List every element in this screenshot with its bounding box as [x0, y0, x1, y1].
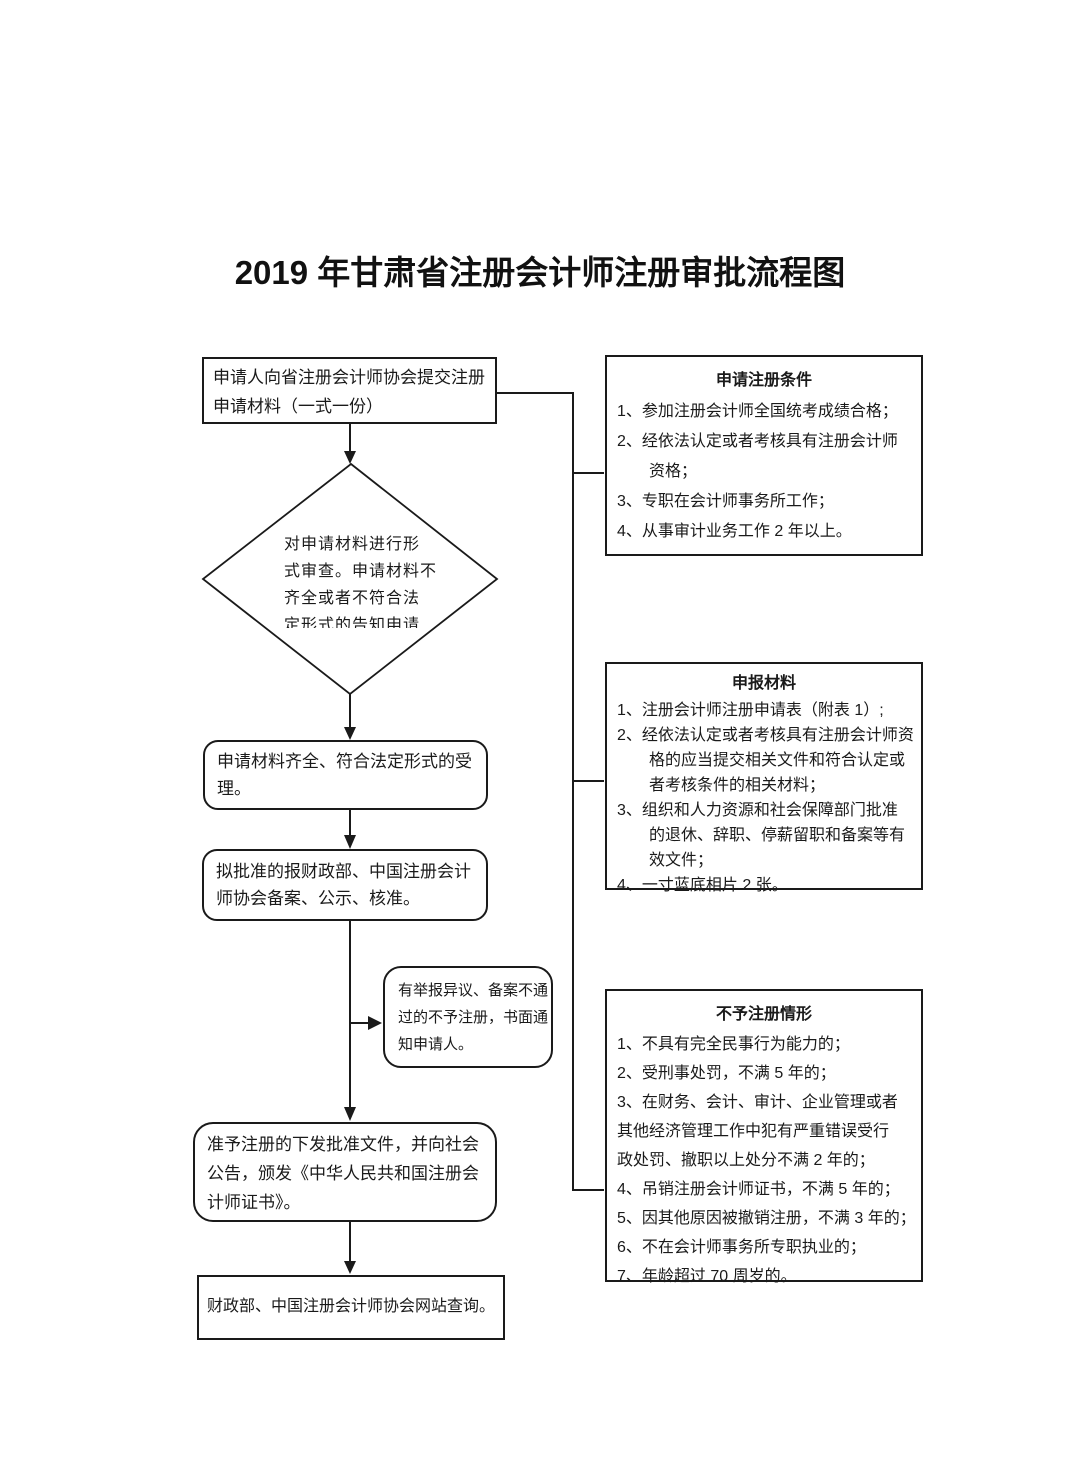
conditions-item-4: 4、从事审计业务工作 2 年以上。: [617, 523, 852, 540]
conditions-item-3: 3、专职在会计师事务所工作；: [617, 493, 834, 510]
materials-item-2: 2、经依法认定或者考核具有注册会计师资 格的应当提交相关文件和符合认定或 者考核…: [617, 727, 914, 794]
arrowhead-submit-to-review: [344, 451, 356, 464]
denial-item-6: 6、不在会计师事务所专职执业的；: [617, 1239, 866, 1256]
denial-panel: 不予注册情形 1、不具有完全民事行为能力的； 2、受刑事处罚，不满 5 年的； …: [605, 989, 923, 1285]
flow-step-submit: 申请人向省注册会计师协会提交注册 申请材料（一式一份）: [202, 357, 497, 424]
materials-panel: 申报材料 1、注册会计师注册申请表（附表 1）; 2、经依法认定或者考核具有注册…: [605, 662, 923, 894]
materials-panel-title: 申报材料: [731, 675, 796, 692]
flow-step-formal-review: 对申请材料进行形 式审查。申请材料不 齐全或者不符合法 定形式的告知申请: [284, 536, 438, 628]
denial-item-7: 7、年龄超过 70 周岁的。: [617, 1268, 797, 1285]
arrowhead-record-to-certificate: [344, 1107, 356, 1121]
connector-trunk-line: [497, 392, 604, 1191]
conditions-panel: 申请注册条件 1、参加注册会计师全国统考成绩合格； 2、经依法认定或者考核具有注…: [605, 355, 923, 556]
denial-item-3: 3、在财务、会计、审计、企业管理或者 其他经济管理工作中犯有严重错误受行 政处罚…: [617, 1094, 898, 1169]
denial-item-2: 2、受刑事处罚，不满 5 年的；: [617, 1065, 836, 1082]
flow-step-record-publicity: 拟批准的报财政部、中国注册会计 师协会备案、公示、核准。: [202, 849, 488, 921]
conditions-item-2: 2、经依法认定或者考核具有注册会计师 资格；: [617, 433, 898, 480]
arrowhead-acceptance-to-record: [344, 835, 356, 849]
materials-item-4: 4、一寸蓝底相片 2 张。: [617, 877, 788, 894]
denial-item-4: 4、吊销注册会计师证书，不满 5 年的；: [617, 1181, 900, 1198]
denial-item-1: 1、不具有完全民事行为能力的；: [617, 1036, 850, 1053]
arrowhead-review-to-acceptance: [344, 727, 356, 740]
flow-step-acceptance: 申请材料齐全、符合法定形式的受 理。: [203, 740, 488, 810]
flow-step-objection-notice: 有举报异议、备案不通 过的不予注册，书面通 知申请人。: [383, 966, 553, 1068]
materials-item-1: 1、注册会计师注册申请表（附表 1）;: [617, 702, 884, 719]
flow-step-website-query: 财政部、中国注册会计师协会网站查询。: [197, 1275, 505, 1340]
arrowhead-certificate-to-query: [344, 1261, 356, 1274]
denial-panel-title: 不予注册情形: [715, 1006, 812, 1023]
page-title: 2019 年甘肃省注册会计师注册审批流程图: [234, 254, 846, 291]
conditions-item-1: 1、参加注册会计师全国统考成绩合格；: [617, 403, 898, 420]
materials-item-3: 3、组织和人力资源和社会保障部门批准 的退休、辞职、停薪留职和备案等有 效文件；: [617, 802, 906, 869]
arrowhead-to-objection-notice: [368, 1016, 382, 1030]
conditions-panel-title: 申请注册条件: [715, 372, 812, 389]
denial-item-5: 5、因其他原因被撤销注册，不满 3 年的；: [617, 1210, 916, 1227]
flow-step-certificate: 准予注册的下发批准文件，并向社会 公告，颁发《中华人民共和国注册会 计师证书》。: [193, 1122, 497, 1222]
